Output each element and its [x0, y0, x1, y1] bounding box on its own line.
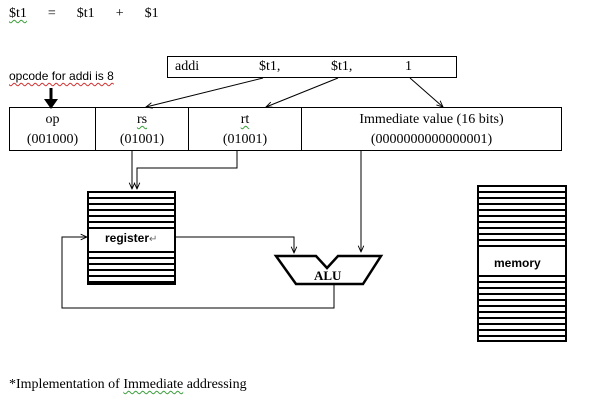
field-rs: rs (01001)	[96, 108, 189, 150]
field-immediate: Immediate value (16 bits) (0000000000000…	[302, 108, 561, 150]
register-label-mark: ↵	[149, 234, 158, 245]
caption-underlined: Immediate	[123, 377, 184, 392]
equation: $t1 = $t1 + $1	[9, 6, 159, 22]
instruction-mnemonic: addi	[175, 59, 200, 74]
caption-suffix: addressing	[183, 377, 247, 392]
memory-label-bg	[479, 251, 565, 275]
instruction-operand-2: $t1,	[331, 59, 353, 74]
register-label-bg	[89, 229, 174, 249]
field-immediate-value: (0000000000000001)	[370, 132, 493, 147]
alu-label: ALU	[314, 268, 342, 283]
opcode-note: opcode for addi is 8	[9, 69, 114, 83]
arrow-operand2-to-rt	[266, 77, 339, 107]
field-rt-name: rt	[240, 112, 250, 127]
equation-equals: =	[47, 6, 56, 21]
line-rt-to-register	[137, 151, 238, 189]
caption-prefix: *Implementation of	[9, 377, 124, 392]
field-op: op (001000)	[10, 108, 96, 150]
register-label: register↵	[105, 231, 157, 245]
instruction-operand-1: $t1,	[259, 59, 281, 74]
memory-label: memory	[494, 256, 541, 270]
instruction-box: addi $t1, $t1, 1	[167, 56, 457, 78]
field-rt: rt (01001)	[189, 108, 302, 150]
opcode-arrow-head	[44, 99, 58, 109]
field-op-name: op	[45, 112, 60, 127]
field-rs-value: (01001)	[119, 132, 165, 147]
field-op-value: (001000)	[26, 132, 79, 147]
equation-plus: +	[115, 6, 124, 21]
equation-imm: $1	[144, 6, 159, 21]
instruction-operand-3: 1	[405, 59, 412, 74]
field-rs-name: rs	[136, 112, 148, 127]
register-label-text: register	[105, 231, 150, 245]
equation-src: $t1	[76, 6, 95, 21]
arrow-operand3-to-immediate	[409, 77, 443, 107]
line-register-to-alu	[176, 236, 294, 253]
opcode-note-text: opcode for addi is 8	[9, 69, 114, 83]
equation-dest: $t1	[9, 6, 27, 21]
alu-shape	[273, 254, 384, 286]
instruction-format-table: op (001000) rs (01001) rt (01001) Immedi…	[9, 107, 562, 151]
line-alu-to-register	[61, 237, 335, 309]
field-immediate-name: Immediate value (16 bits)	[359, 112, 504, 127]
field-rt-value: (01001)	[222, 132, 268, 147]
arrow-operand1-to-rs	[146, 77, 264, 107]
caption: *Implementation of Immediate addressing	[9, 377, 247, 393]
